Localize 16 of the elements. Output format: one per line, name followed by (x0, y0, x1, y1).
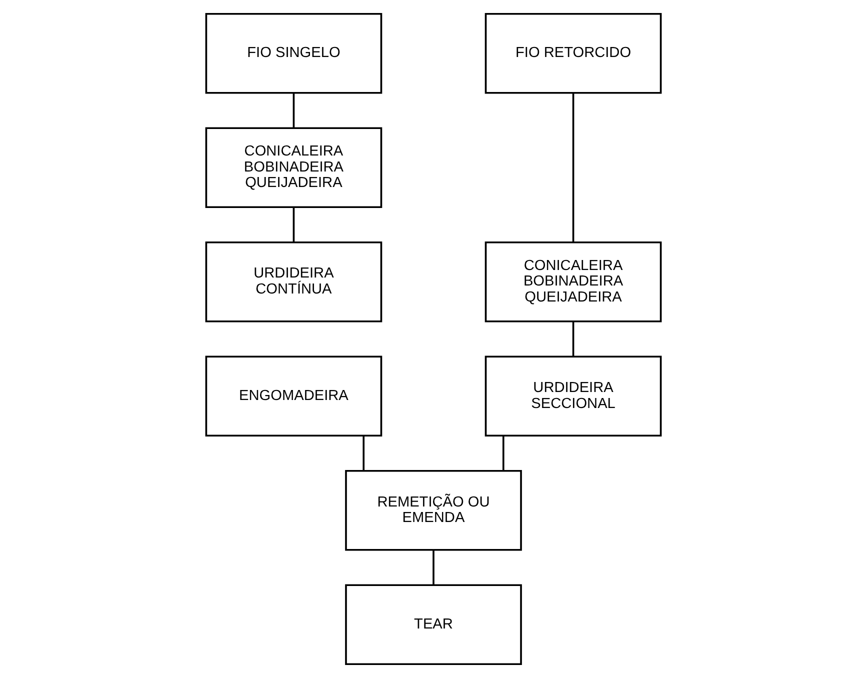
node-box: TEAR (344, 584, 522, 665)
connector (432, 550, 434, 585)
node-box: REMETIÇÃO OU EMENDA (344, 469, 522, 550)
connector (292, 92, 294, 128)
node-box: FIO RETORCIDO (484, 12, 662, 94)
node-box: ENGOMADEIRA (204, 355, 382, 436)
connector (292, 206, 294, 242)
node-box: CONICALEIRA BOBINADEIRA QUEIJADEIRA (204, 126, 382, 208)
node-box: CONICALEIRA BOBINADEIRA QUEIJADEIRA (484, 240, 662, 322)
connector (572, 92, 574, 242)
node-box: FIO SINGELO (204, 12, 382, 94)
connector (502, 435, 504, 470)
connector (572, 321, 574, 356)
node-box: URDIDEIRA SECCIONAL (484, 355, 662, 436)
node-box: URDIDEIRA CONTÍNUA (204, 240, 382, 322)
connector (362, 435, 364, 470)
